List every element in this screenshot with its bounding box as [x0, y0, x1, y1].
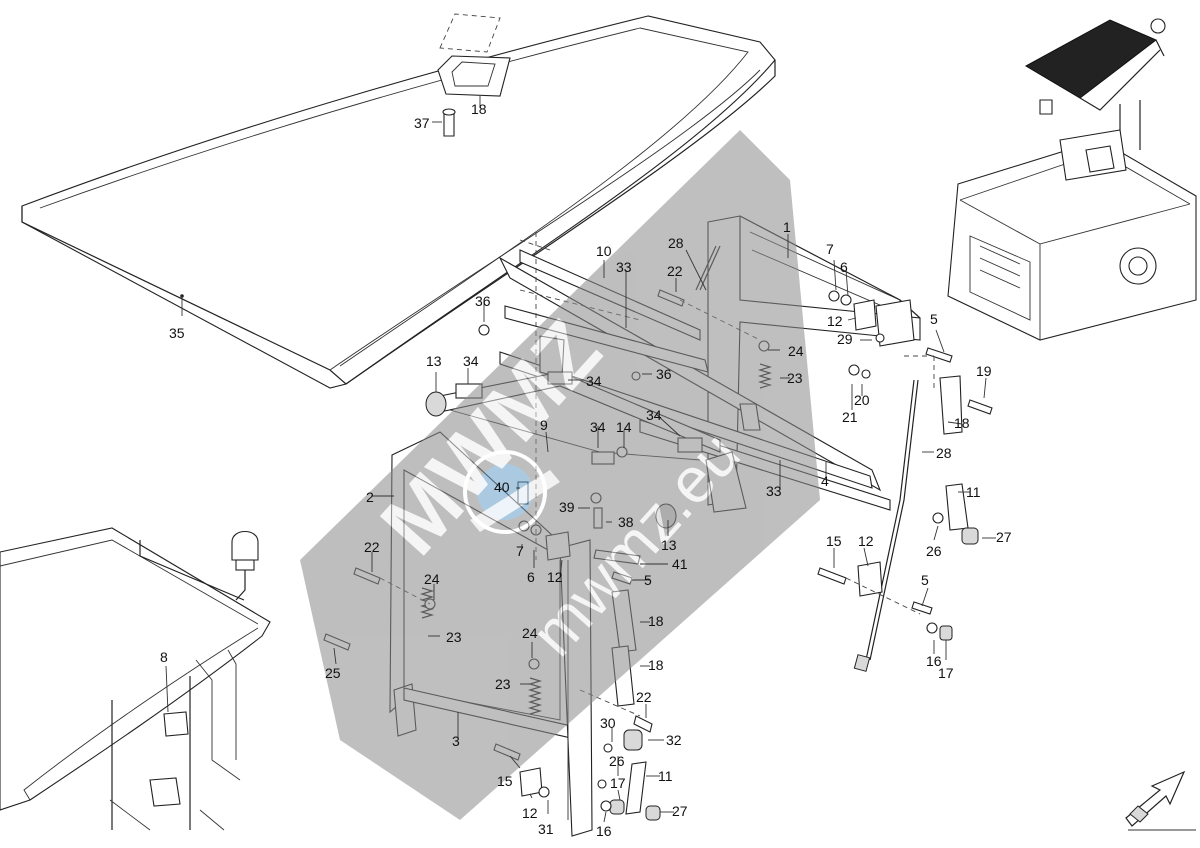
callout-22: 22 [667, 263, 683, 279]
callout-33: 33 [766, 483, 782, 499]
callout-12: 12 [547, 569, 563, 585]
callout-13: 13 [661, 537, 677, 553]
callout-10: 10 [596, 243, 612, 259]
callout-2: 2 [366, 489, 374, 505]
callout-33: 33 [616, 259, 632, 275]
callout-31: 31 [538, 821, 554, 837]
callout-5: 5 [921, 572, 929, 588]
callout-26: 26 [926, 543, 942, 559]
callout-17: 17 [938, 665, 954, 681]
callout-5: 5 [644, 572, 652, 588]
callout-27: 27 [672, 803, 688, 819]
callout-23: 23 [495, 676, 511, 692]
callout-34: 34 [590, 419, 606, 435]
callout-16: 16 [596, 823, 612, 839]
watermark-band [300, 130, 820, 820]
detail-view-left [0, 527, 271, 831]
callout-27: 27 [996, 529, 1012, 545]
callout-1: 1 [783, 219, 791, 235]
callout-23: 23 [787, 370, 803, 386]
callout-13: 13 [426, 353, 442, 369]
callout-25: 25 [325, 665, 341, 681]
callout-26: 26 [609, 753, 625, 769]
callout-17: 17 [610, 775, 626, 791]
callout-41: 41 [672, 556, 688, 572]
callout-12: 12 [827, 313, 843, 329]
callout-29: 29 [837, 331, 853, 347]
callout-4: 4 [821, 473, 829, 489]
callout-22: 22 [636, 689, 652, 705]
callout-30: 30 [600, 715, 616, 731]
callout-9: 9 [540, 417, 548, 433]
callout-16: 16 [926, 653, 942, 669]
callout-14: 14 [616, 419, 632, 435]
callout-15: 15 [826, 533, 842, 549]
callout-38: 38 [618, 514, 634, 530]
callout-20: 20 [854, 392, 870, 408]
callout-28: 28 [668, 235, 684, 251]
callout-18: 18 [648, 657, 664, 673]
callout-6: 6 [527, 569, 535, 585]
callout-23: 23 [446, 629, 462, 645]
callout-5: 5 [930, 311, 938, 327]
callout-36: 36 [475, 293, 491, 309]
callout-3: 3 [452, 733, 460, 749]
callout-40: 40 [494, 479, 510, 495]
callout-39: 39 [559, 499, 575, 515]
watermark-globe-icon [463, 450, 547, 534]
callout-22: 22 [364, 539, 380, 555]
callout-8: 8 [160, 649, 168, 665]
callout-11: 11 [658, 768, 673, 784]
callout-15: 15 [497, 773, 513, 789]
callout-21: 21 [842, 409, 858, 425]
callout-32: 32 [666, 732, 682, 748]
machine-orientation-arrow-icon [1125, 770, 1196, 831]
callout-37: 37 [414, 115, 430, 131]
callout-34: 34 [586, 373, 602, 389]
callout-24: 24 [788, 343, 804, 359]
callout-34: 34 [463, 353, 479, 369]
callout-11: 11 [966, 484, 981, 500]
callout-12: 12 [522, 805, 538, 821]
roof-panel [21, 15, 776, 389]
callout-19: 19 [976, 363, 992, 379]
callout-34: 34 [646, 407, 662, 423]
leader-lines [165, 96, 996, 823]
callout-18: 18 [471, 101, 487, 117]
callout-7: 7 [826, 241, 834, 257]
machine-overview [947, 18, 1197, 341]
callout-35: 35 [169, 325, 185, 341]
callout-18: 18 [954, 415, 970, 431]
callout-7: 7 [516, 543, 524, 559]
callout-36: 36 [656, 366, 672, 382]
roof-handle [437, 13, 511, 137]
callout-18: 18 [648, 613, 664, 629]
callout-labels: 1 27 [783, 219, 791, 235]
callout-24: 24 [424, 571, 440, 587]
callout-28: 28 [936, 445, 952, 461]
callout-12: 12 [858, 533, 874, 549]
callout-6: 6 [840, 259, 848, 275]
callout-24: 24 [522, 625, 538, 641]
